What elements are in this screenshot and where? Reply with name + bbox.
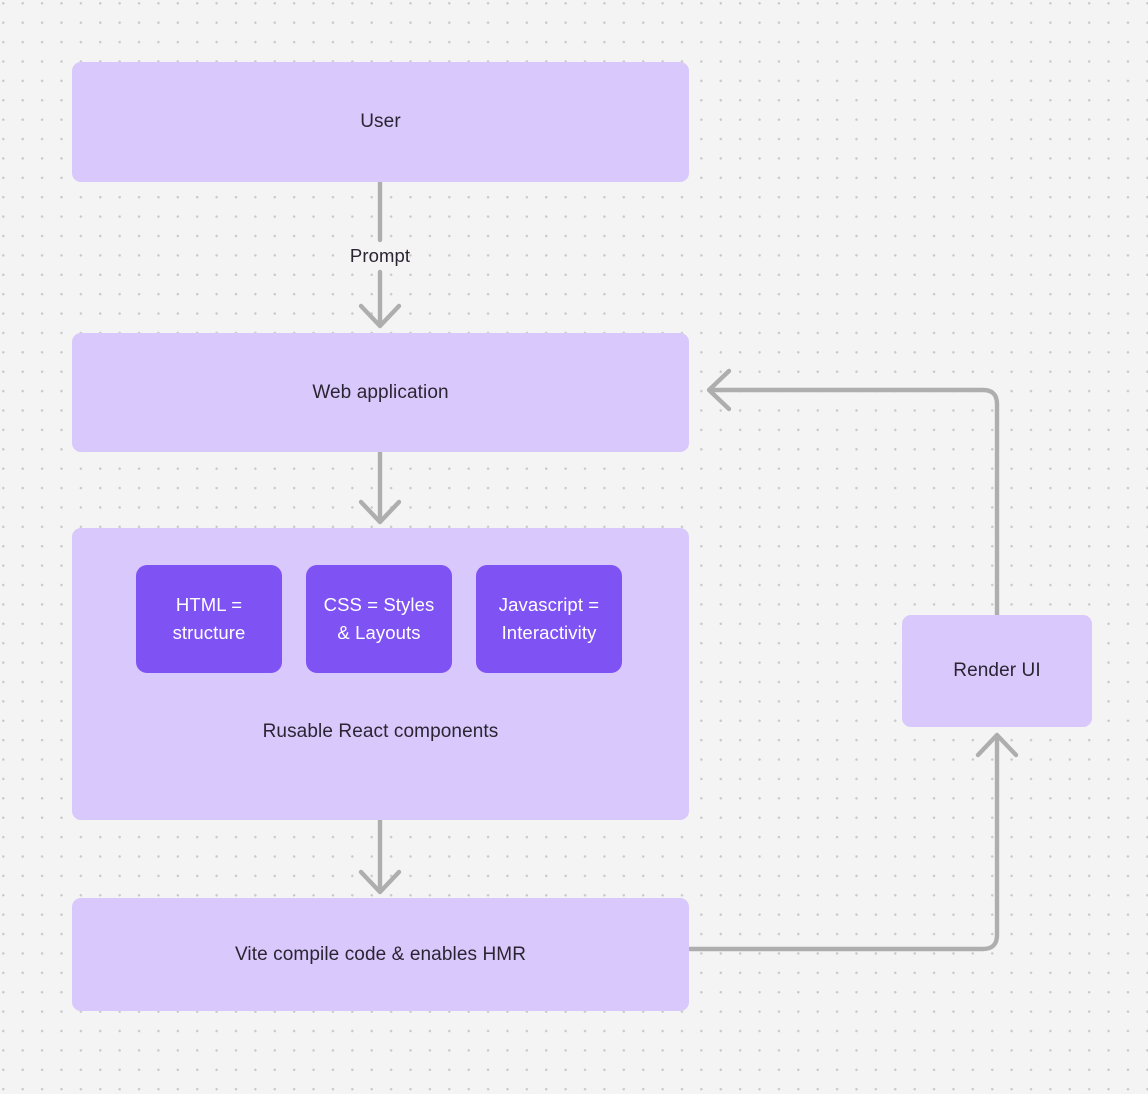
node-components-group-label: Rusable React components: [72, 718, 689, 746]
node-html-label-line2: structure: [172, 622, 246, 643]
node-html[interactable]: HTML = structure: [136, 565, 282, 673]
node-html-label-line1: HTML =: [175, 593, 243, 615]
node-components-group-label-text: Rusable React components: [262, 721, 499, 742]
node-web-application-label: Web application: [312, 381, 449, 403]
node-css[interactable]: CSS = Styles & Layouts: [306, 565, 452, 673]
node-render-ui[interactable]: Render UI: [902, 615, 1092, 727]
node-components-group[interactable]: HTML = structure CSS = Styles & Layouts …: [72, 528, 689, 820]
node-user[interactable]: User: [72, 62, 689, 182]
edge-label-prompt-text: Prompt: [349, 245, 411, 266]
edge-vite-to-render-ui: [687, 733, 1000, 952]
node-javascript-label-line1: Javascript =: [498, 593, 600, 615]
edge-label-prompt: Prompt: [300, 245, 460, 267]
arrowhead-render-ui-to-web-application: [706, 368, 732, 412]
node-css-label-line1: CSS = Styles: [323, 593, 435, 615]
arrowhead-components-to-vite: [358, 869, 402, 895]
edge-render-ui-to-web-application: [707, 387, 1000, 618]
node-user-label: User: [360, 111, 401, 133]
node-javascript[interactable]: Javascript = Interactivity: [476, 565, 622, 673]
arrowhead-user-to-web-application: [358, 303, 402, 329]
node-render-ui-label: Render UI: [953, 660, 1041, 682]
node-css-label-line2: & Layouts: [337, 622, 421, 643]
node-javascript-label-line2: Interactivity: [501, 622, 597, 643]
node-vite-label: Vite compile code & enables HMR: [234, 943, 527, 965]
arrowhead-vite-to-render-ui: [975, 732, 1019, 758]
arrowhead-web-application-to-components: [358, 499, 402, 525]
node-web-application[interactable]: Web application: [72, 333, 689, 452]
node-vite[interactable]: Vite compile code & enables HMR: [72, 898, 689, 1011]
